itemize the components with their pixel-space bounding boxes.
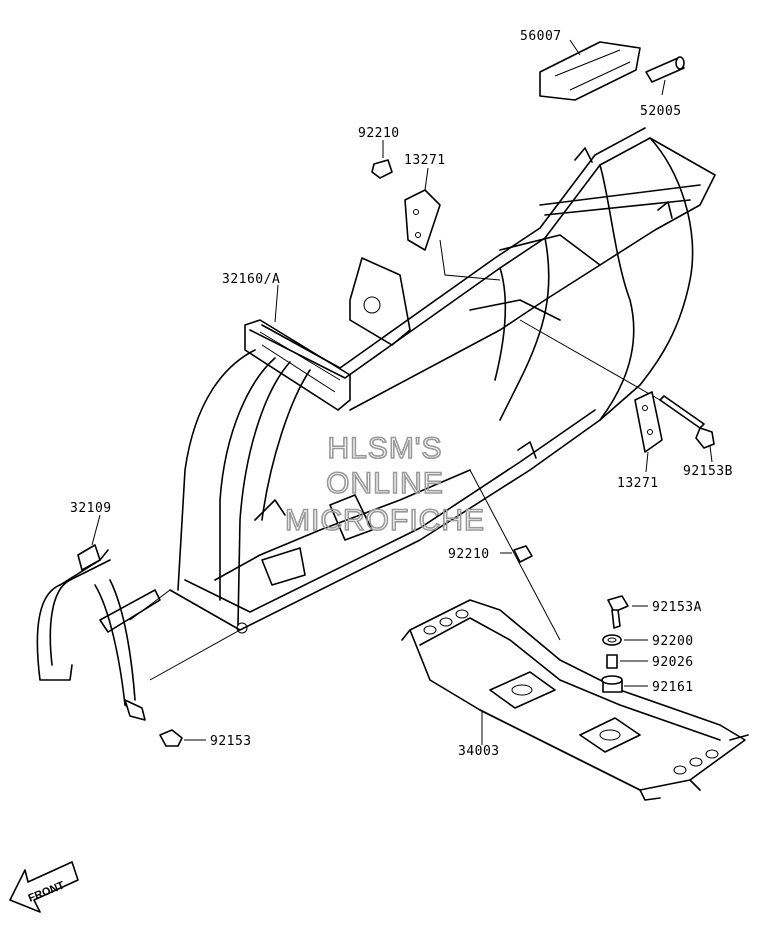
part-label-13271-top: 13271 — [404, 153, 446, 168]
front-arrow: FRONT — [9, 861, 79, 913]
hardware-stack — [601, 595, 629, 693]
part-label-92210-top: 92210 — [358, 126, 400, 141]
part-label-92161: 92161 — [652, 680, 694, 695]
part-label-92210-mid: 92210 — [448, 547, 490, 562]
watermark: HLSM'S ONLINE MICROFICHE — [284, 431, 485, 538]
part-label-32109: 32109 — [70, 501, 112, 516]
part-label-92026: 92026 — [652, 655, 694, 670]
bolt-92153 — [159, 729, 183, 747]
main-frame — [129, 127, 716, 681]
part-label-92200: 92200 — [652, 634, 694, 649]
part-label-56007: 56007 — [520, 29, 562, 44]
leader-lines — [91, 39, 713, 745]
part-label-34003: 34003 — [458, 744, 500, 759]
part-labels: 56007 52005 92210 13271 32160/A 13271 92… — [70, 29, 733, 759]
nut-92210-top — [371, 159, 393, 179]
bracket-13271-right — [634, 391, 663, 453]
part-label-52005: 52005 — [640, 104, 682, 119]
nut-92210-mid — [513, 545, 533, 563]
watermark-line-1: HLSM'S — [327, 432, 442, 465]
part-label-32160A: 32160/A — [222, 272, 280, 287]
bracket-13271-top — [404, 189, 441, 251]
subframe-34003 — [401, 599, 749, 801]
part-label-92153: 92153 — [210, 734, 252, 749]
bolt-92153B — [659, 395, 715, 449]
watermark-line-3: MICROFICHE — [285, 504, 485, 537]
watermark-line-2: ONLINE — [326, 467, 444, 500]
seat-pad-part — [539, 41, 685, 101]
part-label-92153B: 92153B — [683, 464, 733, 479]
part-label-92153A: 92153A — [652, 600, 702, 615]
part-label-13271-right: 13271 — [617, 476, 659, 491]
guard-32109 — [36, 544, 161, 721]
